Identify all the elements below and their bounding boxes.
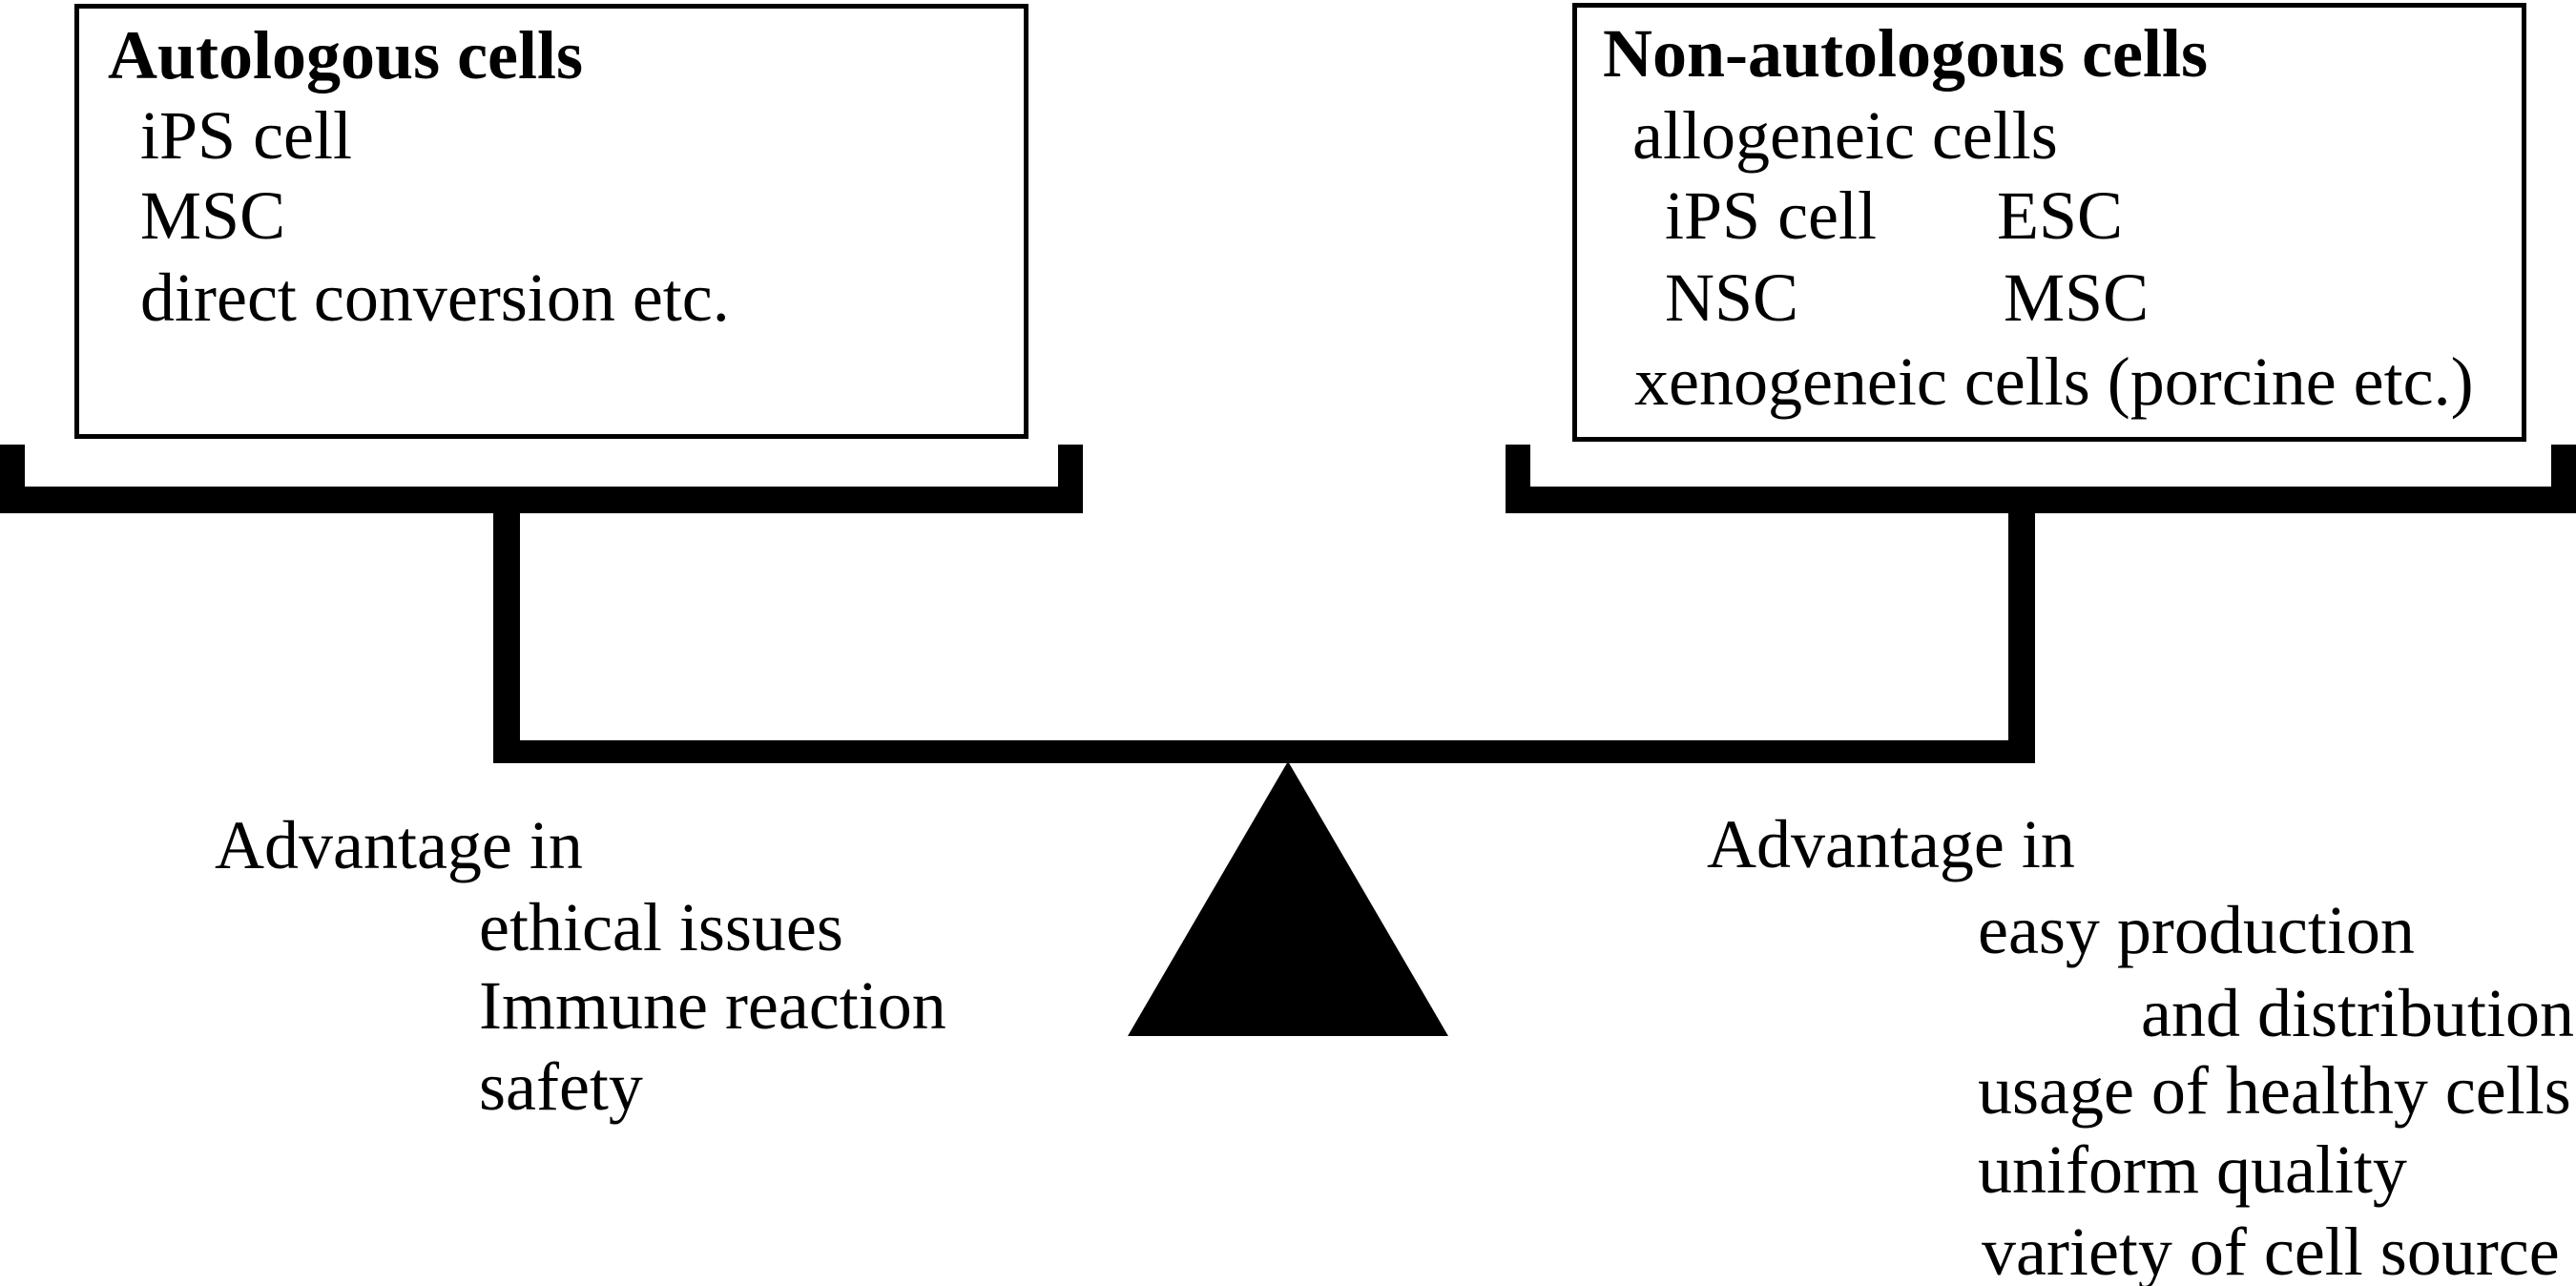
left-advantage-item: safety [479, 1048, 643, 1125]
autologous-box [74, 4, 1028, 439]
left-advantages-heading: Advantage in [215, 807, 583, 883]
right-pan-tick-left [1506, 445, 1530, 513]
right-advantage-item: easy production [1978, 892, 2415, 968]
right-advantage-item: usage of healthy cells [1978, 1052, 2571, 1129]
right-advantage-item: and distribution [2141, 975, 2574, 1051]
left-pan-bar [0, 487, 1083, 513]
autologous-item: direct conversion etc. [140, 259, 730, 336]
left-pan-tick-left [0, 445, 25, 513]
left-pan-tick-right [1058, 445, 1083, 513]
right-hanger [2008, 509, 2035, 744]
right-advantage-item: uniform quality [1978, 1131, 2407, 1208]
left-advantage-item: Immune reaction [479, 967, 946, 1044]
non-autologous-grid-cell: ESC [1997, 177, 2124, 254]
non-autologous-grid-cell: iPS cell [1665, 177, 1878, 254]
non-autologous-footer: xenogeneic cells (porcine etc.) [1634, 343, 2474, 420]
left-hanger [493, 509, 520, 744]
autologous-item: MSC [140, 177, 286, 254]
left-advantage-item: ethical issues [479, 889, 843, 965]
non-autologous-grid-cell: MSC [2004, 259, 2150, 336]
non-autologous-subtitle: allogeneic cells [1632, 97, 2058, 174]
right-advantages-heading: Advantage in [1707, 806, 2075, 882]
right-pan-bar [1506, 487, 2576, 513]
fulcrum-triangle [1128, 761, 1448, 1036]
right-advantage-item: variety of cell source [1982, 1213, 2560, 1286]
balance-beam [493, 740, 2035, 763]
non-autologous-box-title: Non-autologous cells [1603, 15, 2209, 92]
autologous-item: iPS cell [140, 97, 353, 174]
non-autologous-box [1572, 3, 2526, 442]
autologous-box-title: Autologous cells [108, 17, 584, 93]
right-pan-tick-right [2551, 445, 2576, 513]
non-autologous-grid-cell: NSC [1665, 259, 1799, 336]
